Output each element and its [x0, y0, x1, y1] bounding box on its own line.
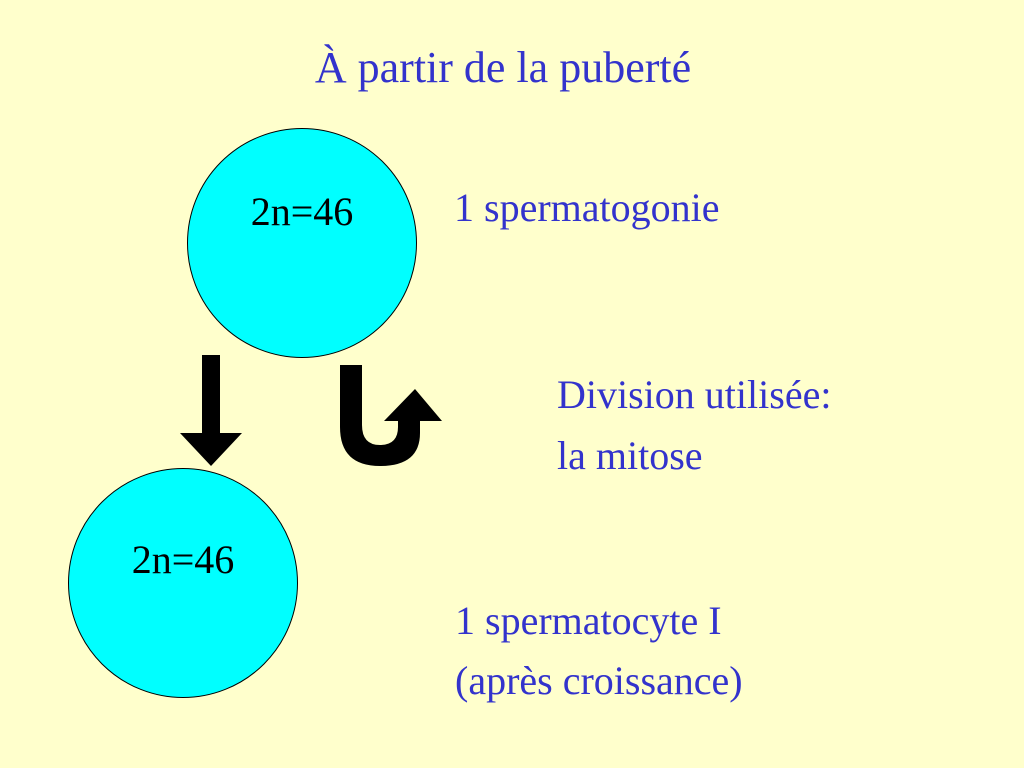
spermatocyte-label-line2: (après croissance) — [455, 658, 743, 703]
curved-return-arrow-icon — [340, 365, 442, 466]
curved-return-arrow-shape — [340, 365, 442, 466]
spermatocyte-cell: 2n=46 — [68, 468, 298, 698]
down-arrow-icon — [180, 355, 242, 466]
spermatogonia-ploidy-label: 2n=46 — [250, 189, 354, 234]
spermatogonia-cell: 2n=46 — [187, 128, 417, 358]
spermatocyte-label-line1: 1 spermatocyte I — [455, 598, 722, 643]
division-label-line1: Division utilisée: — [557, 372, 832, 417]
slide-title: À partir de la puberté — [314, 43, 692, 92]
spermatocyte-ploidy-label: 2n=46 — [131, 537, 235, 582]
down-arrow-shape — [180, 355, 242, 466]
spermatogonia-label: 1 spermatogonie — [454, 185, 720, 230]
division-label-line2: la mitose — [557, 433, 703, 478]
